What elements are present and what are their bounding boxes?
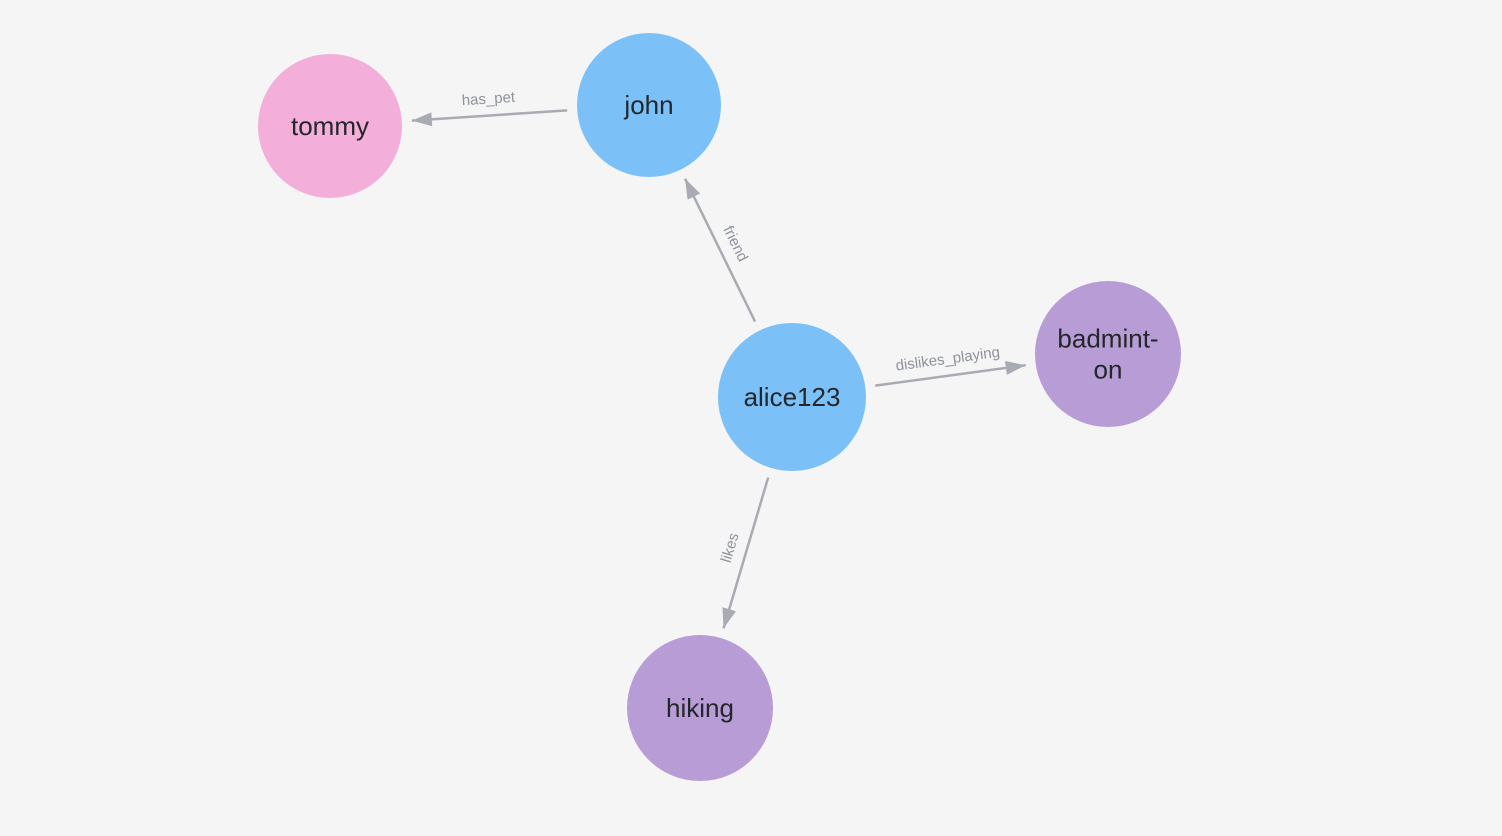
node-label: alice123	[744, 382, 841, 412]
node-tommy[interactable]: tommy	[258, 54, 402, 198]
edge-label: has_pet	[461, 89, 516, 110]
edge-line[interactable]	[722, 477, 770, 629]
edge-friend[interactable]: friend	[683, 178, 757, 323]
edge-likes[interactable]: likes	[718, 477, 770, 629]
node-label: hiking	[666, 693, 734, 723]
edge-has_pet[interactable]: has_pet	[411, 89, 568, 127]
node-label: badmint-on	[1057, 324, 1158, 385]
node-alice123[interactable]: alice123	[718, 323, 866, 471]
node-circle[interactable]	[627, 635, 773, 781]
node-john[interactable]: john	[577, 33, 721, 177]
node-label: tommy	[291, 111, 369, 141]
edge-line[interactable]	[411, 109, 568, 127]
node-label: john	[623, 90, 673, 120]
node-hiking[interactable]: hiking	[627, 635, 773, 781]
node-badminton[interactable]: badmint-on	[1035, 281, 1181, 427]
edge-dislikes_playing[interactable]: dislikes_playing	[875, 344, 1026, 387]
node-circle[interactable]	[577, 33, 721, 177]
node-circle[interactable]	[258, 54, 402, 198]
node-circle[interactable]	[718, 323, 866, 471]
edge-line[interactable]	[683, 178, 757, 323]
node-layer: tommy john alice123 badmint-on hiking	[258, 33, 1181, 781]
edge-label: likes	[718, 531, 743, 565]
edge-line[interactable]	[875, 360, 1026, 387]
node-circle[interactable]	[1035, 281, 1181, 427]
